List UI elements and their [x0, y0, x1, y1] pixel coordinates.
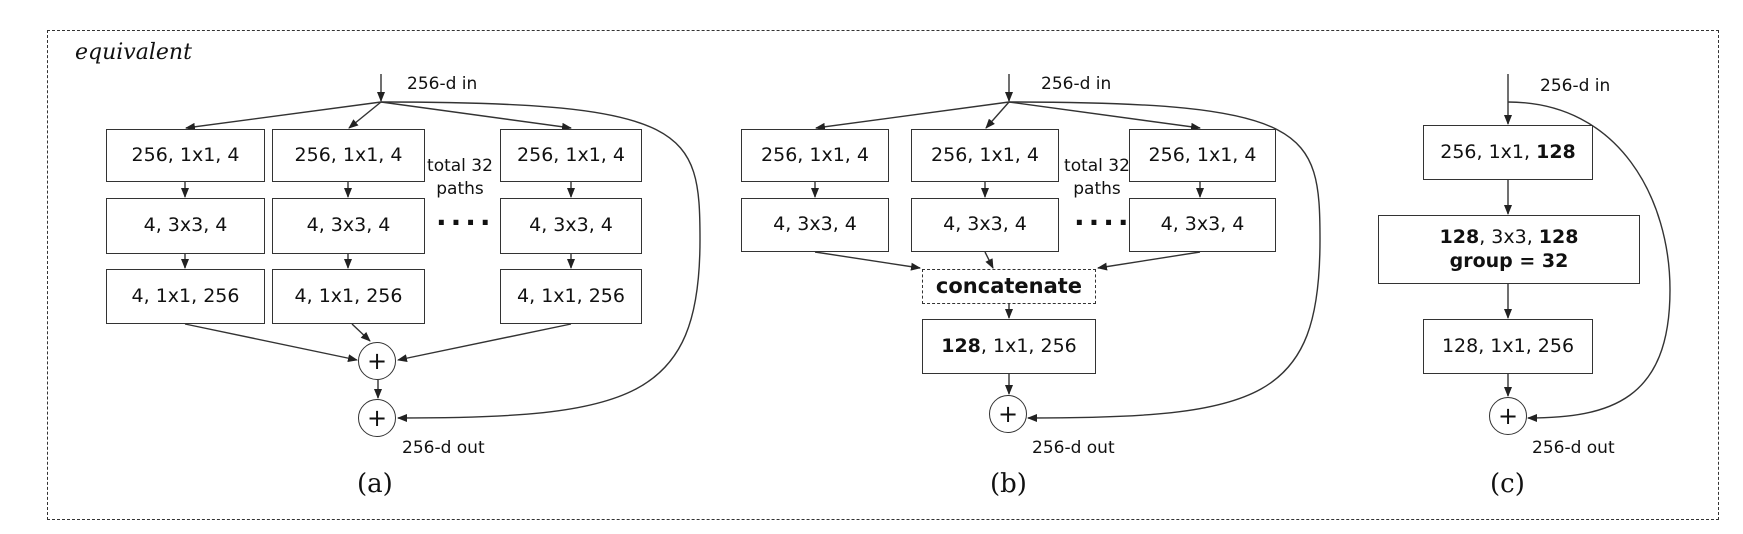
b-input-label: 256-d in	[1041, 74, 1112, 94]
a-path2-conv1: 256, 1x1, 4	[272, 129, 425, 182]
a-sum-node: +	[358, 342, 396, 380]
equivalent-label: equivalent	[75, 40, 192, 65]
a-shortcut	[380, 101, 701, 422]
b-final-conv-rest: , 1x1, 256	[980, 334, 1077, 357]
b-concatenate-box: concatenate	[922, 269, 1096, 304]
b-ellipsis: ····	[1074, 206, 1133, 239]
b-residual-sum-node: +	[989, 395, 1027, 433]
b-final-conv-bold: 128	[941, 334, 981, 357]
a-merge-arrow-2	[351, 323, 371, 342]
c-conv1-rest: 256, 1x1,	[1440, 140, 1537, 163]
c-grouped-conv-kernel: , 3x3,	[1479, 225, 1539, 248]
a-path1-conv1: 256, 1x1, 4	[106, 129, 265, 182]
a-path32-conv3: 4, 1x1, 256	[500, 269, 642, 324]
a-path1-conv3: 4, 1x1, 256	[106, 269, 265, 324]
c-residual-sum-node: +	[1489, 397, 1527, 435]
c-grouped-conv-out: 128	[1538, 225, 1579, 248]
a-split-arrow-2	[348, 101, 382, 129]
c-conv3: 128, 1x1, 256	[1423, 319, 1593, 374]
b-path-count-note: total 32 paths	[1064, 156, 1130, 199]
b-final-conv: 128, 1x1, 256	[922, 319, 1096, 374]
c-conv1: 256, 1x1, 128	[1423, 125, 1593, 180]
a-path2-conv3: 4, 1x1, 256	[272, 269, 425, 324]
b-path32-conv2: 4, 3x3, 4	[1129, 198, 1276, 252]
c-caption: (c)	[1490, 469, 1525, 499]
c-conv1-bold: 128	[1536, 140, 1576, 163]
a-path-count-note: total 32 paths	[427, 156, 493, 199]
a-ellipsis: ····	[436, 206, 495, 239]
a-input-label: 256-d in	[407, 74, 478, 94]
a-caption: (a)	[357, 469, 393, 499]
a-merge-arrow-1	[184, 323, 358, 363]
b-path2-conv1: 256, 1x1, 4	[911, 129, 1059, 182]
a-merge-arrow-3	[397, 323, 572, 363]
b-output-label: 256-d out	[1032, 438, 1115, 458]
equivalence-frame	[47, 30, 1719, 520]
b-path1-conv2: 4, 3x3, 4	[741, 198, 889, 252]
c-output-label: 256-d out	[1532, 438, 1615, 458]
a-path2-conv2: 4, 3x3, 4	[272, 198, 425, 254]
a-path1-conv2: 4, 3x3, 4	[106, 198, 265, 254]
c-grouped-conv: 128, 3x3, 128 group = 32	[1378, 215, 1640, 284]
b-path32-conv1: 256, 1x1, 4	[1129, 129, 1276, 182]
b-path1-conv1: 256, 1x1, 4	[741, 129, 889, 182]
c-grouped-conv-in: 128	[1439, 225, 1480, 248]
a-split-arrow-3	[380, 101, 572, 131]
c-input-label: 256-d in	[1540, 76, 1611, 96]
b-path2-conv2: 4, 3x3, 4	[911, 198, 1059, 252]
a-split-arrow-1	[185, 101, 382, 131]
b-caption: (b)	[990, 469, 1027, 499]
a-path32-conv1: 256, 1x1, 4	[500, 129, 642, 182]
a-output-label: 256-d out	[402, 438, 485, 458]
c-grouped-conv-groups: group = 32	[1449, 249, 1569, 272]
a-path32-conv2: 4, 3x3, 4	[500, 198, 642, 254]
a-residual-sum-node: +	[358, 399, 396, 437]
